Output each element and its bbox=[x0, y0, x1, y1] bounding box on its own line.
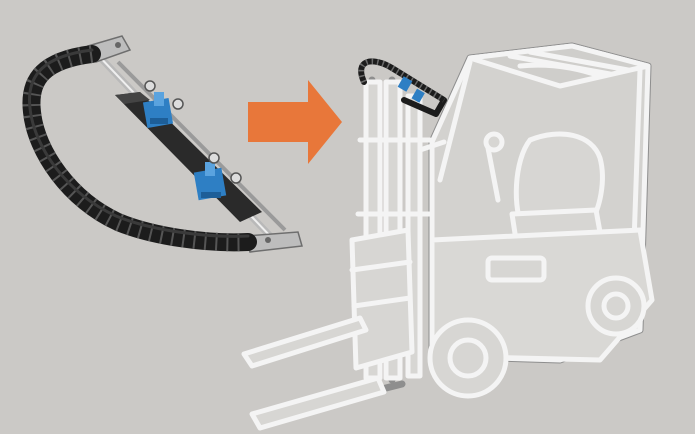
top-bolt bbox=[115, 42, 121, 48]
base-bar-top bbox=[115, 92, 150, 104]
base-bar bbox=[115, 92, 262, 222]
roof-opening bbox=[517, 62, 603, 79]
steering-column bbox=[485, 145, 501, 203]
fork-left bbox=[241, 315, 369, 369]
roller bbox=[230, 172, 242, 184]
forklift-icon bbox=[241, 42, 655, 431]
arrow-right-icon bbox=[248, 80, 342, 164]
installed-hose-loop bbox=[358, 58, 447, 117]
installed-hose-guide-icon bbox=[358, 58, 447, 117]
lower-rail bbox=[116, 60, 287, 232]
tilt-cylinder bbox=[417, 139, 447, 153]
roller bbox=[172, 98, 184, 110]
coiled-hose-sheen bbox=[27, 48, 250, 238]
step bbox=[485, 255, 547, 283]
roller bbox=[208, 152, 220, 164]
carriage-bar bbox=[351, 295, 413, 309]
upper-bracket-icon bbox=[142, 92, 174, 129]
lower-bracket-icon bbox=[193, 162, 227, 201]
installed-hose-ridges bbox=[358, 58, 446, 103]
fork-right bbox=[249, 375, 387, 431]
mast-hose-guide-assembly-icon bbox=[22, 35, 303, 253]
steering-wheel bbox=[483, 131, 505, 153]
rear-wheel-hub bbox=[601, 291, 631, 321]
front-post bbox=[437, 59, 473, 183]
seat bbox=[513, 131, 605, 233]
coiled-hose-ridges bbox=[22, 45, 249, 252]
installed-bracket-icon bbox=[411, 88, 425, 103]
bottom-bolt bbox=[265, 237, 271, 243]
roof-slat bbox=[527, 49, 631, 73]
carriage-bar bbox=[349, 259, 413, 273]
front-wheel-hub bbox=[447, 337, 489, 379]
roller bbox=[144, 80, 156, 92]
installed-bracket-icon bbox=[397, 76, 413, 92]
